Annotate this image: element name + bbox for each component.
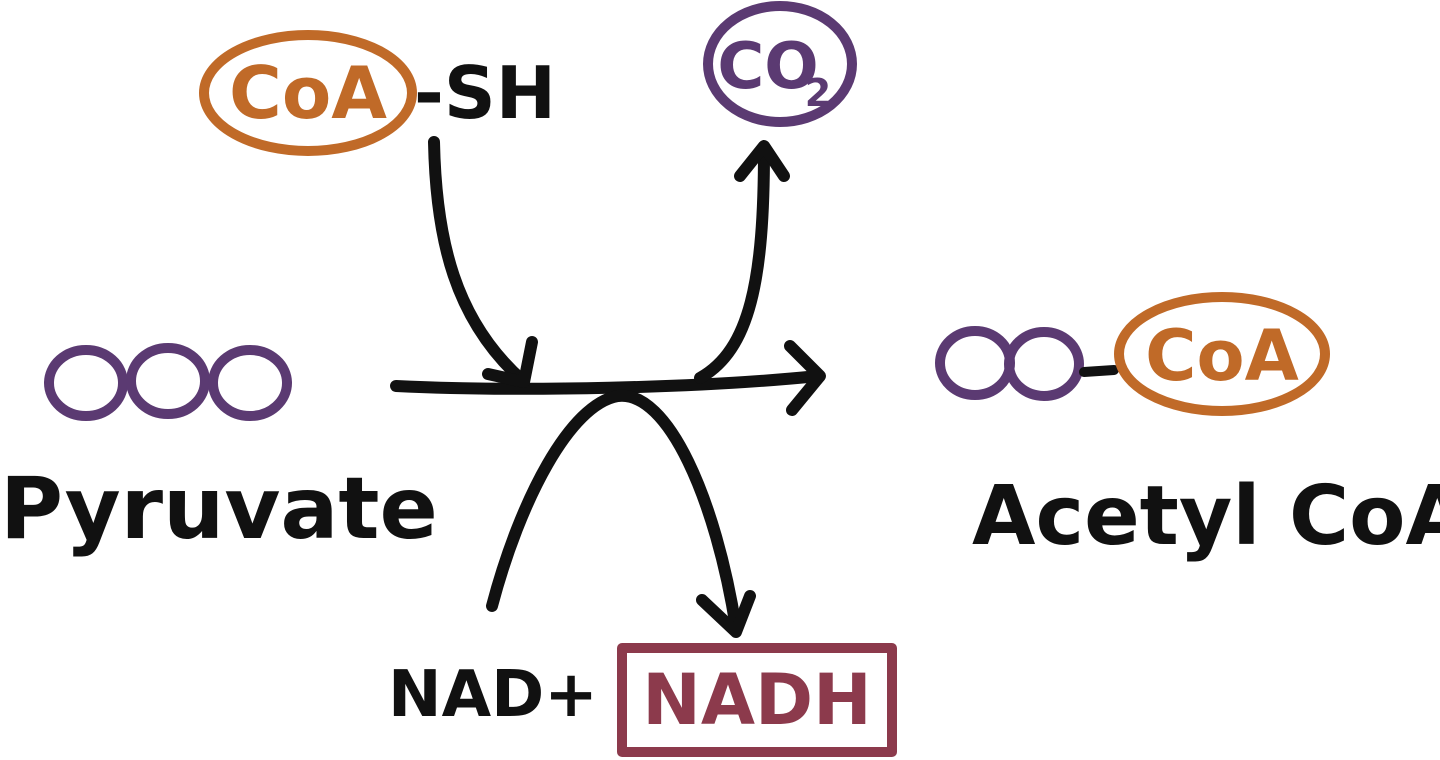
pyruvate-carbon-3 [208, 345, 292, 421]
co2-subscript: 2 [805, 71, 831, 115]
coa-product-oval [1114, 292, 1330, 416]
co2-output-arrow [694, 144, 770, 384]
nad-cofactor: NAD+ [388, 658, 598, 732]
co2-circle [703, 1, 857, 127]
nadh-label: NADH [642, 659, 871, 741]
co2-label: CO [717, 30, 818, 104]
acetyl-carbon-1 [935, 326, 1015, 400]
main-arrowhead [784, 340, 826, 416]
pyruvate-carbon-1 [44, 345, 128, 421]
nad-to-nadh-arrow [486, 389, 742, 634]
pyruvate-molecule: Pyruvate [0, 343, 438, 559]
pyruvate-carbon-2 [126, 343, 210, 419]
coa-sh-input-arrow [428, 136, 528, 386]
nadh-arrowhead [696, 590, 756, 638]
main-reaction-arrow [390, 370, 824, 395]
co2-output-arrowhead [734, 140, 790, 182]
nadh-box [617, 643, 897, 757]
co2-product: CO 2 [703, 1, 857, 127]
coa-product-label: CoA [1145, 315, 1299, 397]
reaction-arrows [390, 136, 826, 638]
acetyl-coa-molecule: CoA Acetyl CoA [935, 292, 1440, 564]
sh-group-label: -SH [414, 51, 556, 135]
acetyl-coa-label: Acetyl CoA [972, 469, 1440, 564]
coa-sh-input-arrowhead [482, 336, 538, 388]
nadh-product: NADH [617, 643, 897, 757]
nad-plus-label: NAD+ [388, 658, 598, 732]
coa-sh-reactant: CoA -SH [199, 30, 556, 156]
acetyl-carbon-2 [1004, 327, 1084, 401]
acetyl-coa-bond [1079, 365, 1119, 377]
coa-reactant-oval [199, 30, 417, 156]
coa-reactant-label: CoA [229, 51, 387, 135]
pyruvate-label: Pyruvate [0, 459, 438, 559]
